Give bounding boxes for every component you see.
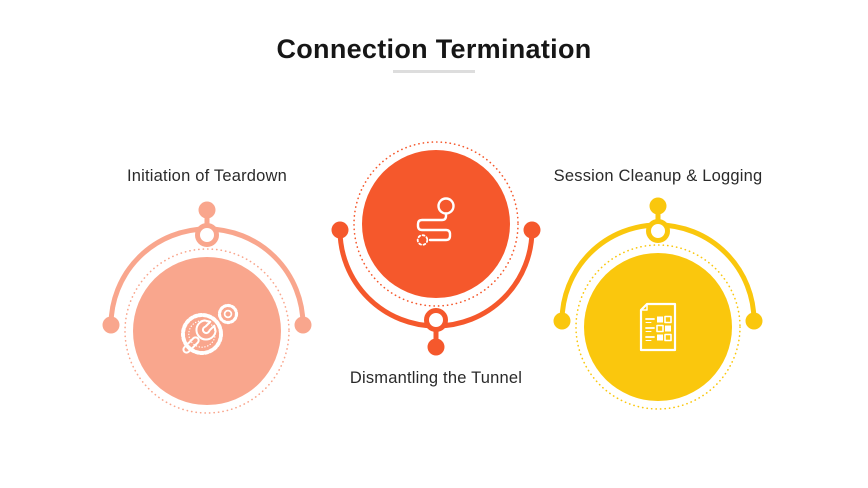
connector-dot (198, 201, 216, 219)
node-label-initiation: Initiation of Teardown (126, 167, 288, 185)
node-initiation-of-teardown (92, 195, 322, 430)
connector-halo-top (553, 197, 763, 330)
connector-ring (646, 219, 670, 243)
node-circle (584, 253, 732, 401)
page-title: Connection Termination (276, 34, 592, 64)
dotted-ring (124, 248, 290, 414)
connector-ring (424, 308, 448, 332)
connector-dot (523, 221, 541, 239)
node-label-dismantling: Dismantling the Tunnel (349, 369, 523, 387)
connector-dot (553, 312, 571, 330)
connector-ring (195, 223, 219, 247)
title-underline (393, 70, 475, 73)
dotted-ring (353, 141, 519, 307)
teardown-node-graphic (102, 201, 312, 414)
wrench-and-gears-icon (181, 303, 239, 355)
node-dismantling-the-tunnel (321, 134, 551, 363)
connector-dot (649, 197, 667, 215)
node-session-cleanup-logging (543, 191, 773, 426)
connector-halo-top (102, 201, 312, 334)
node-circle (133, 257, 281, 405)
checklist-document-icon (639, 302, 677, 352)
cleanup-node-graphic (553, 197, 763, 410)
connector-dot (331, 221, 349, 239)
route-path-icon (416, 197, 455, 246)
dotted-ring (575, 244, 741, 410)
connector-dot (294, 316, 312, 334)
connector-dot (745, 312, 763, 330)
node-circle (362, 150, 510, 298)
dismantling-node-graphic (331, 141, 541, 356)
connector-dot (102, 316, 120, 334)
connector-halo-bottom (331, 221, 541, 356)
node-label-session-cleanup: Session Cleanup & Logging (553, 167, 763, 185)
connector-dot (427, 338, 445, 356)
